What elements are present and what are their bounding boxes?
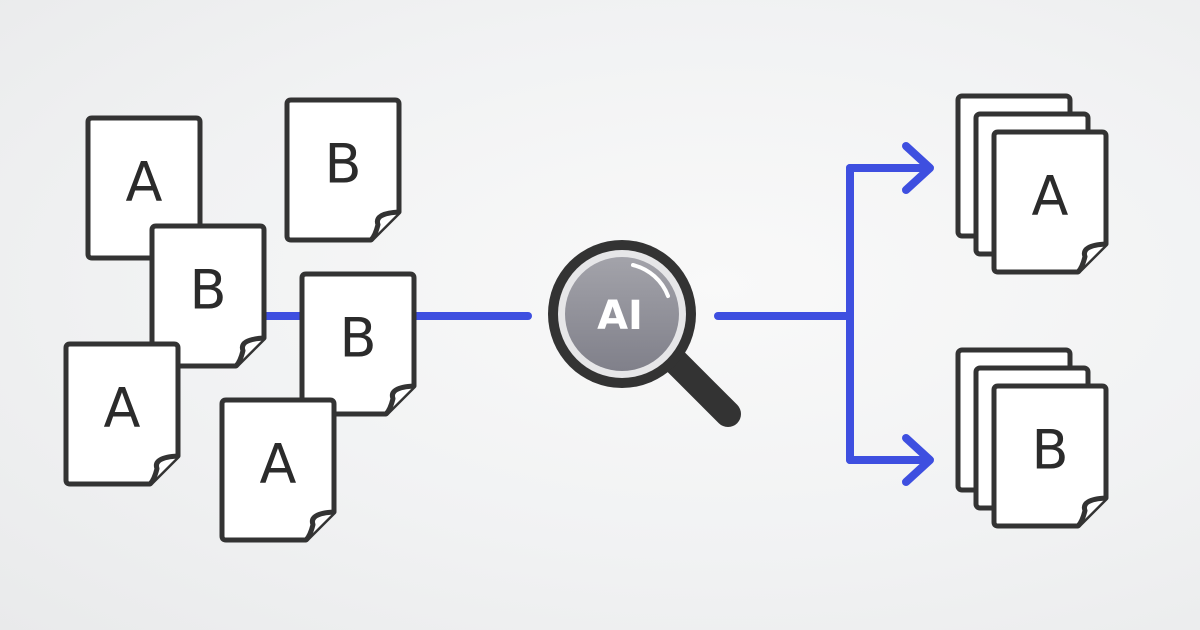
output-document: B [991,383,1109,529]
document-letter: A [104,377,141,440]
page-curl [234,335,265,368]
page-curl [1076,241,1107,274]
output-stack: B [955,347,1109,529]
input-document: A [63,341,181,487]
input-document: B [299,271,417,417]
magnifier-lens [565,257,679,371]
magnifier-label: AI [597,293,643,339]
input-document: A [219,397,337,543]
magnifier-handle [663,349,741,427]
output-stack: A [955,93,1109,275]
arrow-head-top-icon [902,142,934,194]
document-letter: A [126,151,163,214]
document-letter: B [324,133,361,196]
page-curl [304,509,335,542]
document-letter: B [339,307,376,370]
page-curl [1076,495,1107,528]
document-letter: B [1031,419,1068,482]
document-letter: A [1032,165,1069,228]
page-curl [148,453,179,486]
document-letter: B [189,259,226,322]
arrow-head-bottom-icon [902,434,934,486]
page-curl [369,209,400,242]
output-document: A [991,129,1109,275]
lens-glare [631,263,670,298]
page-curl [384,383,415,416]
input-document: B [284,97,402,243]
magnifying-glass-icon: AI [548,240,741,427]
document-letter: A [260,433,297,496]
output-stacks: AB [955,93,1109,529]
input-document: B [149,223,267,369]
